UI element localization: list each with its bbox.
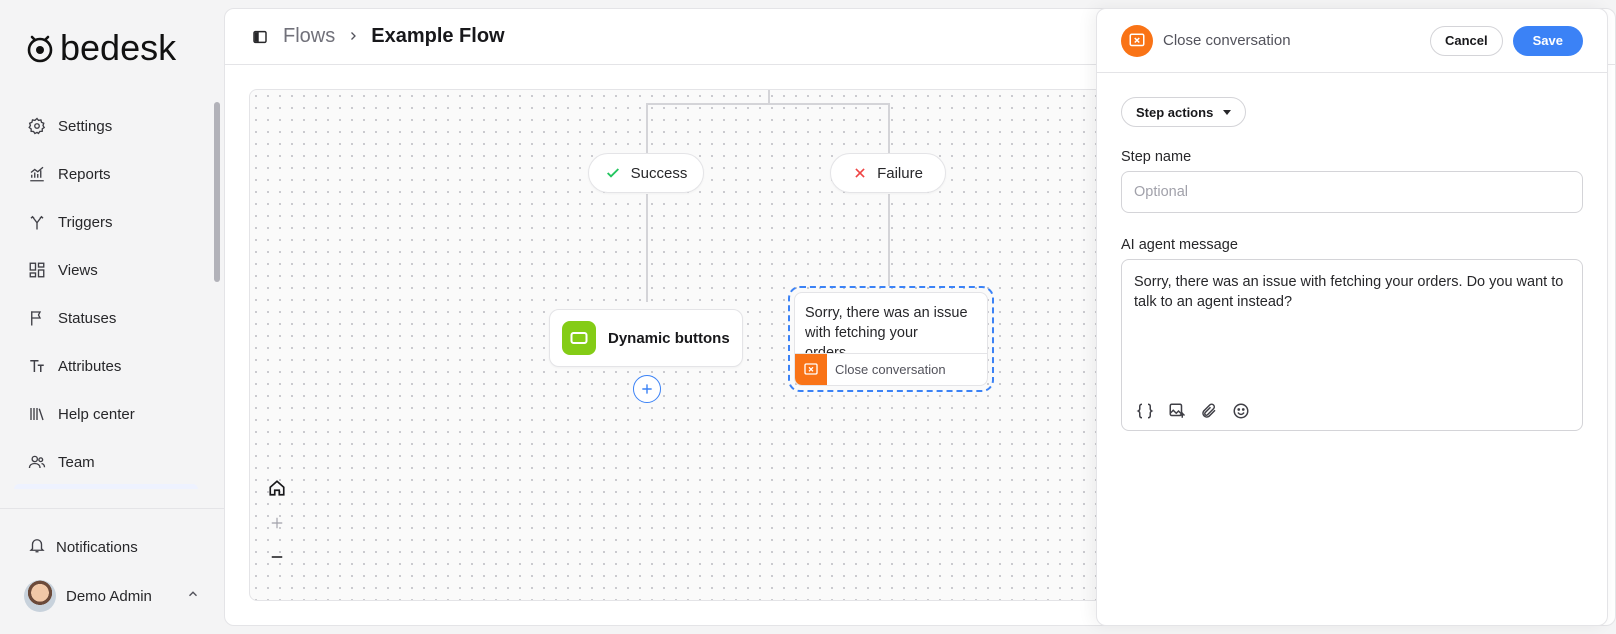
text-size-icon: [28, 357, 46, 375]
sidebar-item-triggers[interactable]: Triggers: [14, 198, 200, 246]
success-label: Success: [630, 164, 688, 182]
edge-line: [888, 194, 890, 286]
sidebar-item-statuses[interactable]: Statuses: [14, 294, 200, 342]
image-upload-icon[interactable]: [1166, 400, 1188, 422]
sidebar-item-label: Attributes: [58, 357, 122, 375]
close-conversation-node[interactable]: Sorry, there was an issue with fetching …: [794, 292, 988, 386]
zoom-out-icon[interactable]: [266, 546, 288, 568]
users-icon: [28, 453, 46, 471]
sidebar: bedesk Settings Reports Triggers Views: [0, 0, 224, 634]
add-step-button[interactable]: [633, 375, 661, 403]
edge-line: [646, 194, 648, 302]
notifications-link[interactable]: Notifications: [28, 536, 138, 559]
library-icon: [28, 405, 46, 423]
drawer-title: Close conversation: [1163, 32, 1291, 49]
sidebar-item-label: Help center: [58, 405, 135, 423]
sidebar-nav: Settings Reports Triggers Views Statuses: [14, 102, 200, 486]
page-title: Example Flow: [371, 25, 505, 47]
step-editor-drawer: Close conversation Cancel Save Step acti…: [1096, 8, 1608, 626]
chevron-up-icon: [186, 587, 200, 606]
sidebar-item-label: Statuses: [58, 309, 117, 327]
step-name-input[interactable]: Optional: [1121, 171, 1583, 213]
sidebar-divider: [0, 508, 224, 509]
sidebar-item-help-center[interactable]: Help center: [14, 390, 200, 438]
home-icon[interactable]: [266, 477, 288, 499]
check-icon: [605, 165, 621, 181]
sidebar-item-team[interactable]: Team: [14, 438, 200, 486]
node-action-footer: Close conversation: [795, 353, 987, 385]
paperclip-icon[interactable]: [1198, 400, 1220, 422]
close-conversation-icon: [795, 353, 827, 385]
ai-message-label: AI agent message: [1121, 237, 1238, 253]
ai-message-value: Sorry, there was an issue with fetching …: [1134, 274, 1564, 310]
breadcrumb-flows[interactable]: Flows: [283, 25, 336, 47]
ai-message-textarea[interactable]: Sorry, there was an issue with fetching …: [1121, 259, 1583, 431]
sidebar-item-partial[interactable]: [14, 484, 198, 489]
sidebar-item-label: Triggers: [58, 213, 113, 231]
sidebar-item-views[interactable]: Views: [14, 246, 200, 294]
zoom-in-icon[interactable]: [266, 512, 288, 534]
edge-line: [646, 103, 890, 105]
sidebar-item-label: Reports: [58, 165, 111, 183]
step-actions-dropdown[interactable]: Step actions: [1121, 97, 1247, 127]
emoji-icon[interactable]: [1230, 400, 1252, 422]
step-actions-label: Step actions: [1136, 104, 1214, 120]
dynamic-buttons-node[interactable]: Dynamic buttons: [549, 309, 743, 367]
sidebar-item-label: Views: [58, 261, 98, 279]
node-action-label: Close conversation: [835, 362, 946, 377]
failure-label: Failure: [877, 164, 923, 182]
drawer-header: Close conversation Cancel Save: [1097, 9, 1607, 73]
sidebar-item-settings[interactable]: Settings: [14, 102, 200, 150]
user-menu[interactable]: Demo Admin: [24, 580, 200, 612]
flag-icon: [28, 309, 46, 327]
node-label: Dynamic buttons: [608, 329, 730, 347]
failure-branch[interactable]: Failure: [830, 153, 946, 193]
sidebar-scrollbar[interactable]: [214, 102, 220, 282]
edge-line: [768, 90, 770, 104]
sidebar-item-reports[interactable]: Reports: [14, 150, 200, 198]
bell-icon: [28, 536, 46, 559]
avatar: [24, 580, 56, 612]
selected-node[interactable]: Sorry, there was an issue with fetching …: [788, 286, 994, 392]
notifications-label: Notifications: [56, 539, 138, 556]
variable-braces-icon[interactable]: [1134, 400, 1156, 422]
sidebar-item-label: Settings: [58, 117, 113, 135]
dynamic-buttons-icon: [562, 321, 596, 355]
edge-line: [888, 103, 890, 153]
cancel-button[interactable]: Cancel: [1429, 25, 1503, 56]
step-name-placeholder: Optional: [1134, 184, 1189, 200]
user-name: Demo Admin: [66, 587, 152, 605]
gear-icon: [28, 117, 46, 135]
close-conversation-icon: [1121, 24, 1153, 57]
fork-icon: [28, 213, 46, 231]
logo-icon: [27, 35, 53, 63]
message-toolbar: [1134, 400, 1262, 422]
save-button[interactable]: Save: [1512, 25, 1583, 56]
chevron-right-icon: [347, 26, 359, 47]
chart-icon: [28, 165, 46, 183]
sidebar-item-label: Team: [58, 453, 95, 471]
caret-down-icon: [1223, 109, 1232, 115]
logo[interactable]: bedesk: [26, 30, 176, 66]
x-icon: [853, 166, 867, 180]
brand-name: bedesk: [60, 27, 177, 68]
node-message-preview: Sorry, there was an issue with fetching …: [805, 305, 968, 353]
sidebar-item-attributes[interactable]: Attributes: [14, 342, 200, 390]
sidebar-toggle-icon[interactable]: [251, 28, 269, 46]
grid-icon: [28, 261, 46, 279]
edge-line: [646, 103, 648, 153]
success-branch[interactable]: Success: [588, 153, 704, 193]
step-name-label: Step name: [1121, 149, 1192, 165]
page-header: Flows Example Flow: [225, 9, 1615, 65]
